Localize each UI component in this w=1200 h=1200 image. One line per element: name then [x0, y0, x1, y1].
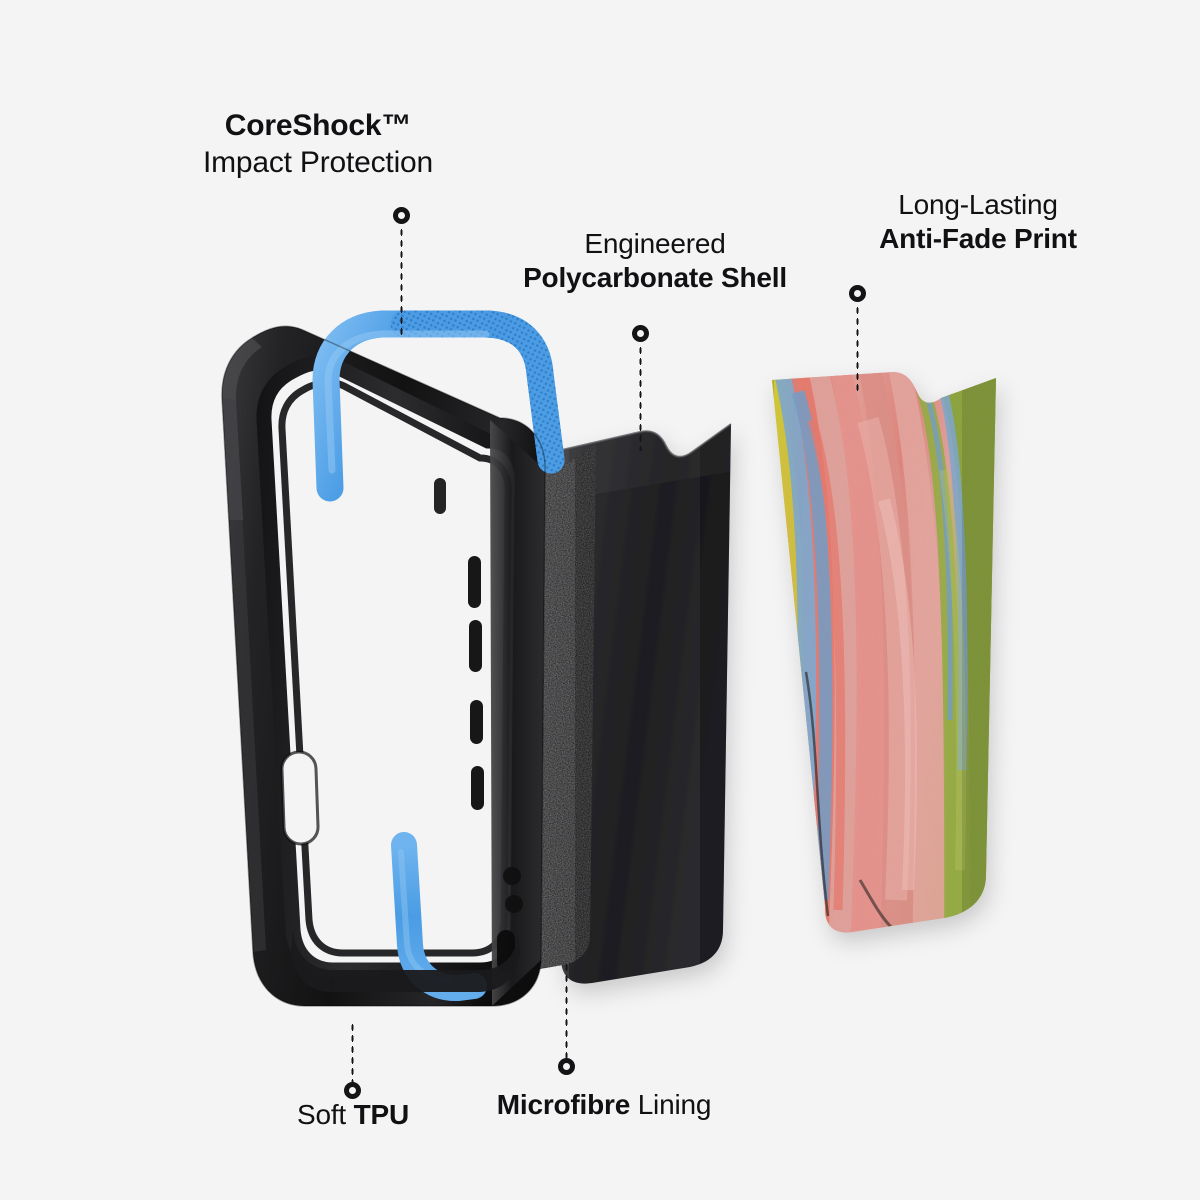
layer-tpu-bumper-frame: [221, 310, 565, 1007]
callout-polycarbonate-top: Engineered: [584, 228, 726, 259]
callout-microfibre-text: Microfibre Lining: [390, 1088, 818, 1122]
callout-coreshock-title: CoreShock™: [224, 109, 412, 142]
callout-soft-tpu-bold: TPU: [353, 1099, 410, 1130]
callout-microfibre-regular: Lining: [630, 1089, 712, 1120]
callout-polycarbonate-bottom: Polycarbonate Shell: [523, 262, 787, 294]
callout-polycarbonate: Engineered Polycarbonate Shell: [455, 227, 855, 295]
leader-dots: [400, 227, 403, 335]
leader-marker-ring: [632, 325, 649, 342]
callout-coreshock: CoreShock™ Impact Protection: [120, 108, 516, 181]
callout-soft-tpu-regular: Soft: [297, 1099, 354, 1130]
leader-line-coreshock: [393, 207, 410, 335]
callout-coreshock-subtitle: Impact Protection: [202, 145, 434, 179]
callout-microfibre-lining: Microfibre Lining: [390, 1088, 818, 1122]
leader-marker-ring: [344, 1082, 361, 1099]
leader-line-anti-fade-print: [849, 285, 866, 395]
layer-printed-panel: [772, 372, 996, 933]
leader-marker-ring: [393, 207, 410, 224]
leader-line-microfibre: [558, 962, 575, 1080]
callout-microfibre-bold: Microfibre: [496, 1089, 631, 1120]
leader-marker-ring: [558, 1058, 575, 1075]
callout-anti-fade-print: Long-Lasting Anti-Fade Print: [810, 188, 1146, 256]
leader-dots: [639, 345, 642, 451]
callout-print-top: Long-Lasting: [898, 189, 1058, 220]
callout-print-bottom: Anti-Fade Print: [879, 223, 1077, 255]
callout-soft-tpu-text: Soft TPU: [148, 1098, 558, 1132]
leader-dots: [351, 1022, 354, 1084]
leader-dots: [565, 962, 568, 1060]
leader-marker-ring: [849, 285, 866, 302]
leader-dots: [856, 305, 859, 395]
leader-line-soft-tpu: [344, 1022, 361, 1102]
leader-line-polycarbonate: [632, 325, 649, 451]
callout-soft-tpu: Soft TPU: [148, 1098, 558, 1132]
